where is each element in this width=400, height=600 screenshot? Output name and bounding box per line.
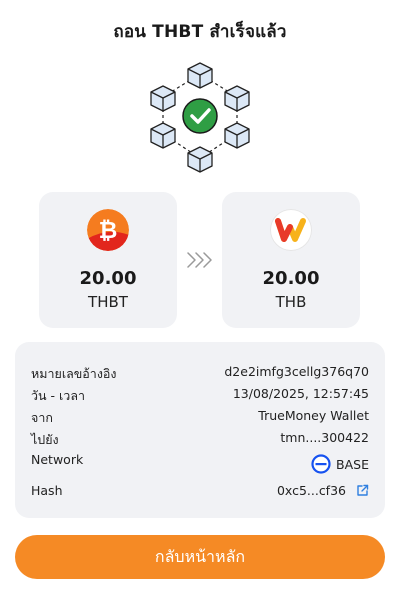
datetime-label: วัน - เวลา	[31, 388, 85, 403]
reference-row: หมายเลขอ้างอิง d2e2imfg3cellg376q70	[31, 364, 369, 382]
from-row: จาก TrueMoney Wallet	[31, 408, 369, 426]
external-link-icon[interactable]	[356, 484, 369, 497]
datetime-row: วัน - เวลา 13/08/2025, 12:57:45	[31, 386, 369, 404]
destination-currency: THB	[275, 293, 307, 311]
network-label: Network	[31, 452, 84, 467]
to-row: ไปยัง tmn....300422	[31, 430, 369, 448]
source-currency: THBT	[88, 293, 128, 311]
hash-label: Hash	[31, 483, 63, 498]
source-currency-card: ₿ 20.00 THBT	[39, 192, 177, 328]
reference-value: d2e2imfg3cellg376q70	[224, 364, 369, 379]
blockchain-success-icon	[150, 62, 250, 173]
base-network-icon	[311, 454, 331, 474]
destination-currency-card: 20.00 THB	[222, 192, 360, 328]
reference-label: หมายเลขอ้างอิง	[31, 366, 117, 381]
source-amount: 20.00	[79, 268, 137, 289]
to-label: ไปยัง	[31, 432, 59, 447]
back-to-home-button[interactable]: กลับหน้าหลัก	[15, 535, 385, 579]
hash-value: 0xc5...cf36	[276, 483, 346, 498]
page-title: ถอน THBT สำเร็จแล้ว	[113, 22, 287, 42]
thbt-bitcoin-coin-icon: ₿	[87, 209, 129, 251]
from-label: จาก	[31, 410, 53, 425]
truemoney-logo-icon	[270, 209, 312, 251]
transaction-details-panel: หมายเลขอ้างอิง d2e2imfg3cellg376q70 วัน …	[15, 342, 385, 518]
destination-amount: 20.00	[262, 268, 320, 289]
to-value: tmn....300422	[280, 430, 369, 445]
from-value: TrueMoney Wallet	[258, 408, 369, 423]
datetime-value: 13/08/2025, 12:57:45	[232, 386, 369, 401]
network-value: BASE	[336, 456, 369, 472]
chevrons-right-icon	[187, 252, 212, 268]
hash-row: Hash 0xc5...cf36	[31, 483, 369, 501]
svg-text:₿: ₿	[99, 218, 118, 244]
network-row: Network BASE	[31, 452, 369, 474]
